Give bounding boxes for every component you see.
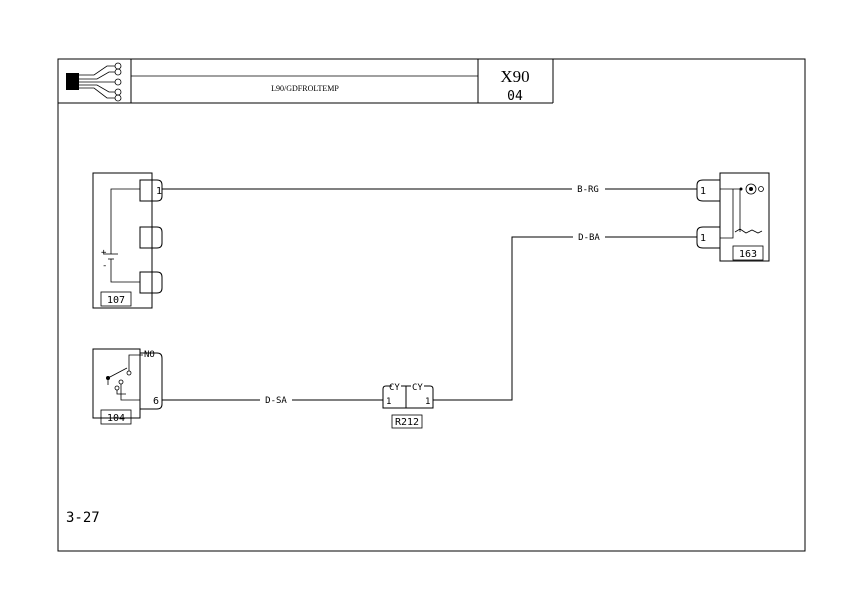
- connector-tag-left: CY: [389, 383, 400, 393]
- title-block: L90/GDFROLTEMP X90 04: [58, 59, 554, 104]
- sheet-code: X90: [500, 67, 529, 86]
- connector-pin-3: [139, 271, 163, 294]
- wire-b-rg: B-RG: [162, 185, 697, 195]
- battery-plus: +: [101, 248, 107, 258]
- battery-minus: -: [102, 261, 107, 271]
- connector-right-housing: [406, 385, 434, 409]
- wire-label: B-RG: [577, 185, 599, 195]
- component-ref: 163: [739, 249, 757, 260]
- wire-d-sa: D-SA: [162, 396, 383, 406]
- sheet-number: 04: [507, 89, 523, 104]
- connector-left-housing: [382, 385, 406, 409]
- pin-label: 6: [153, 396, 159, 407]
- component-104: NO 6 104: [92, 348, 163, 425]
- connector-tag-right: CY: [412, 383, 423, 393]
- wire-label: D-BA: [578, 233, 600, 243]
- component-ref: R212: [395, 417, 419, 428]
- page-reference: 3-27: [66, 510, 100, 526]
- component-ref: 107: [107, 295, 125, 306]
- connector-logo-icon: [66, 62, 122, 102]
- connector-pin-1: [139, 179, 163, 202]
- wire-label: D-SA: [265, 396, 287, 406]
- pin-label-top: 1: [700, 186, 706, 197]
- wire-d-ba: D-BA: [433, 233, 697, 401]
- component-163: 1 1 163: [696, 172, 770, 262]
- diagram-title: L90/GDFROLTEMP: [271, 84, 339, 93]
- switch-icon: [106, 354, 143, 401]
- pin-label: 1: [156, 186, 162, 197]
- sheet-frame: [57, 58, 806, 552]
- motor-icon: [720, 183, 764, 239]
- component-107: 1 + - 107: [92, 172, 163, 309]
- connector-104: [140, 352, 163, 410]
- pin-no-label: NO: [144, 350, 155, 360]
- component-ref: 104: [107, 413, 125, 424]
- pin-label-bottom: 1: [700, 233, 706, 244]
- connector-pin-2: [139, 226, 163, 249]
- connector-r212: CY CY 1 1 R212: [382, 383, 434, 429]
- pin-label-right: 1: [425, 397, 430, 407]
- pin-label-left: 1: [386, 397, 391, 407]
- connector-pin-top: [696, 179, 720, 202]
